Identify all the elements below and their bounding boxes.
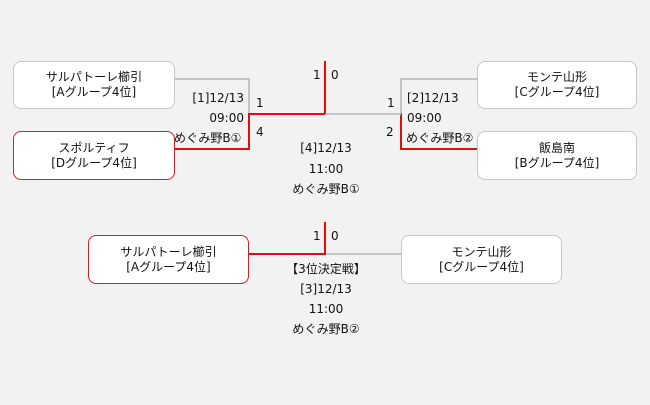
match-label: [2]12/13 xyxy=(407,91,459,105)
match-date: 12/13 xyxy=(317,141,352,155)
score: 1 xyxy=(387,96,395,110)
third-match-time: 11:00 xyxy=(308,302,344,316)
team-name: サルパトーレ櫛引 xyxy=(45,70,143,84)
team-group: [Dグループ4位] xyxy=(51,155,137,170)
final-line-left xyxy=(249,113,325,115)
bracket-line xyxy=(400,78,477,80)
score: 4 xyxy=(256,125,264,139)
final-line-right xyxy=(326,113,401,115)
final-match-label: [4]12/13 xyxy=(300,141,352,155)
final-match-time: 11:00 xyxy=(308,162,344,176)
third-place-title: 【3位決定戦】 xyxy=(286,262,366,276)
team-box-sportif: スポルティフ [Dグループ4位] xyxy=(13,131,175,180)
team-group: [Bグループ4位] xyxy=(514,155,600,170)
score: 1 xyxy=(256,96,264,110)
match-venue: めぐみ野B① xyxy=(174,131,242,145)
bracket-line xyxy=(175,78,249,80)
team-group: [Aグループ4位] xyxy=(51,85,137,99)
team-box-monte-yamagata: モンテ山形 [Cグループ4位] xyxy=(401,235,562,284)
match-number: [1] xyxy=(192,91,210,105)
champion-line xyxy=(324,61,326,114)
final-score-left: 1 xyxy=(313,68,321,82)
team-box-monte-yamagata: モンテ山形 [Cグループ4位] xyxy=(477,61,637,109)
team-box-sarupatore-kushibiki: サルパトーレ櫛引 [Aグループ4位] xyxy=(13,61,175,109)
third-winner-line xyxy=(324,222,326,255)
bracket-line-winner xyxy=(175,148,250,150)
match-venue: めぐみ野B② xyxy=(406,131,474,145)
match-date: 12/13 xyxy=(317,282,352,296)
team-box-iijima-minami: 飯島南 [Bグループ4位] xyxy=(477,131,637,180)
final-match-venue: めぐみ野B① xyxy=(292,182,360,196)
team-group: [Aグループ4位] xyxy=(126,259,211,274)
match-number: [3] xyxy=(300,282,318,296)
match-number: [2] xyxy=(407,91,424,105)
match-label: [1]12/13 xyxy=(176,91,244,105)
team-name: サルパトーレ櫛引 xyxy=(120,244,217,259)
third-score-left: 1 xyxy=(313,229,321,243)
third-score-right: 0 xyxy=(331,229,339,243)
third-line-left xyxy=(249,253,325,255)
third-line-right xyxy=(326,253,401,255)
bracket-line xyxy=(400,78,402,114)
bracket-line-winner xyxy=(400,113,402,150)
team-name: スポルティフ xyxy=(58,140,130,155)
match-time: 09:00 xyxy=(209,111,244,125)
match-number: [4] xyxy=(300,141,318,155)
match-date: 12/13 xyxy=(209,91,244,105)
score: 2 xyxy=(386,125,394,139)
bracket-line-winner xyxy=(400,148,477,150)
third-match-label: [3]12/13 xyxy=(300,282,352,296)
team-group: [Cグループ4位] xyxy=(514,85,600,99)
third-match-venue: めぐみ野B② xyxy=(292,322,360,336)
team-name: モンテ山形 xyxy=(526,70,587,84)
final-score-right: 0 xyxy=(331,68,339,82)
bracket-line xyxy=(248,78,250,114)
team-name: 飯島南 xyxy=(538,140,575,155)
team-name: モンテ山形 xyxy=(451,244,512,259)
team-box-sarupatore-kushibiki: サルパトーレ櫛引 [Aグループ4位] xyxy=(88,235,249,284)
match-time: 09:00 xyxy=(407,111,442,125)
team-group: [Cグループ4位] xyxy=(439,259,524,274)
bracket-line-winner xyxy=(248,113,250,150)
match-date: 12/13 xyxy=(424,91,459,105)
